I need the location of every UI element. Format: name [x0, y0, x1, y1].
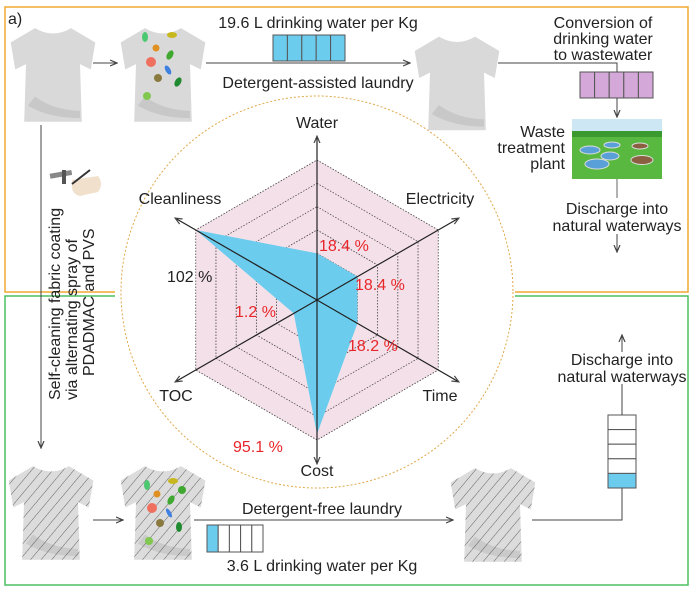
bar-cell — [206, 524, 219, 553]
plant-label-3: plant — [530, 156, 565, 173]
bar-cell — [315, 34, 332, 62]
bottom-laundry-label: Detergent-free laundry — [242, 501, 402, 518]
bar-cell — [330, 34, 346, 62]
radar-axis-toc — [175, 299, 318, 382]
bar-cell — [251, 524, 264, 553]
value-label-water: 18.4 % — [319, 238, 369, 255]
value-label-time: 18.2 % — [348, 338, 398, 355]
bar-cell — [301, 34, 317, 62]
top-laundry-label: Detergent-assisted laundry — [222, 75, 413, 92]
top-water-bar — [272, 34, 346, 62]
plant-label-1: Waste — [520, 124, 565, 141]
spray-hand-icon — [49, 169, 101, 196]
axis-label-cost: Cost — [301, 463, 334, 480]
bar-cell — [579, 71, 596, 99]
dirty-shirt-icon — [120, 28, 206, 122]
value-label-cost: 95.1 % — [233, 439, 283, 456]
bar-cell — [607, 429, 637, 445]
radar-axis-cleanliness — [175, 218, 318, 301]
top-water-label: 19.6 L drinking water per Kg — [218, 15, 418, 32]
bar-cell — [286, 34, 303, 62]
conversion-label-2: drinking water — [553, 31, 653, 48]
panel-label: a) — [8, 11, 22, 28]
plant-label-2: treatment — [497, 140, 565, 157]
coating-label-3: PDADMAC and PVS — [81, 228, 98, 376]
bottom-discharge-label-2: natural waterways — [558, 369, 687, 386]
bar-cell — [228, 524, 242, 553]
bottom-germs-icon — [144, 478, 186, 545]
bar-cell — [608, 71, 625, 99]
axis-label-water: Water — [296, 115, 339, 132]
bar-cell — [594, 71, 610, 99]
washed-shirt-icon — [414, 36, 500, 131]
bar-cell — [607, 458, 637, 474]
top-discharge-label-1: Discharge into — [566, 201, 668, 218]
bar-cell — [623, 71, 639, 99]
bar-cell — [607, 472, 637, 489]
treatment-plant-image — [572, 119, 662, 179]
value-label-cleanliness: 102 % — [167, 269, 212, 286]
coated-washed-shirt-icon — [450, 468, 536, 562]
axis-label-toc: TOC — [159, 388, 192, 405]
bottom-water-bar — [206, 524, 264, 553]
coating-label-2: via alternating spray of — [64, 238, 81, 400]
clean-shirt-icon — [10, 28, 96, 122]
coated-shirt-icon — [8, 466, 94, 560]
value-label-toc: 1.2 % — [235, 304, 276, 321]
radar-axis-electricity — [316, 218, 459, 301]
coating-label-1: Self-cleaning fabric coating — [47, 208, 64, 400]
conversion-label-3: to wastewater — [554, 47, 653, 64]
bottom-water-label: 3.6 L drinking water per Kg — [227, 558, 418, 575]
bottom-wastewater-bar — [607, 414, 637, 489]
bar-cell — [637, 71, 654, 99]
axis-label-electricity: Electricity — [406, 191, 474, 208]
bar-cell — [240, 524, 253, 553]
axis-label-cleanliness: Cleanliness — [139, 191, 222, 208]
bar-cell — [607, 414, 637, 431]
conversion-label-1: Conversion of — [554, 15, 653, 32]
coated-dirty-shirt-icon — [120, 466, 206, 560]
bar-cell — [272, 34, 288, 62]
value-label-electricity: 18.4 % — [355, 277, 405, 294]
wastewater-bar — [579, 71, 654, 99]
radar-axis-time — [316, 299, 459, 382]
axis-label-time: Time — [423, 388, 458, 405]
bar-cell — [607, 443, 637, 460]
bottom-discharge-label-1: Discharge into — [571, 352, 673, 369]
germs-icon — [142, 32, 182, 100]
top-discharge-label-2: natural waterways — [553, 218, 682, 235]
bar-cell — [217, 524, 230, 553]
